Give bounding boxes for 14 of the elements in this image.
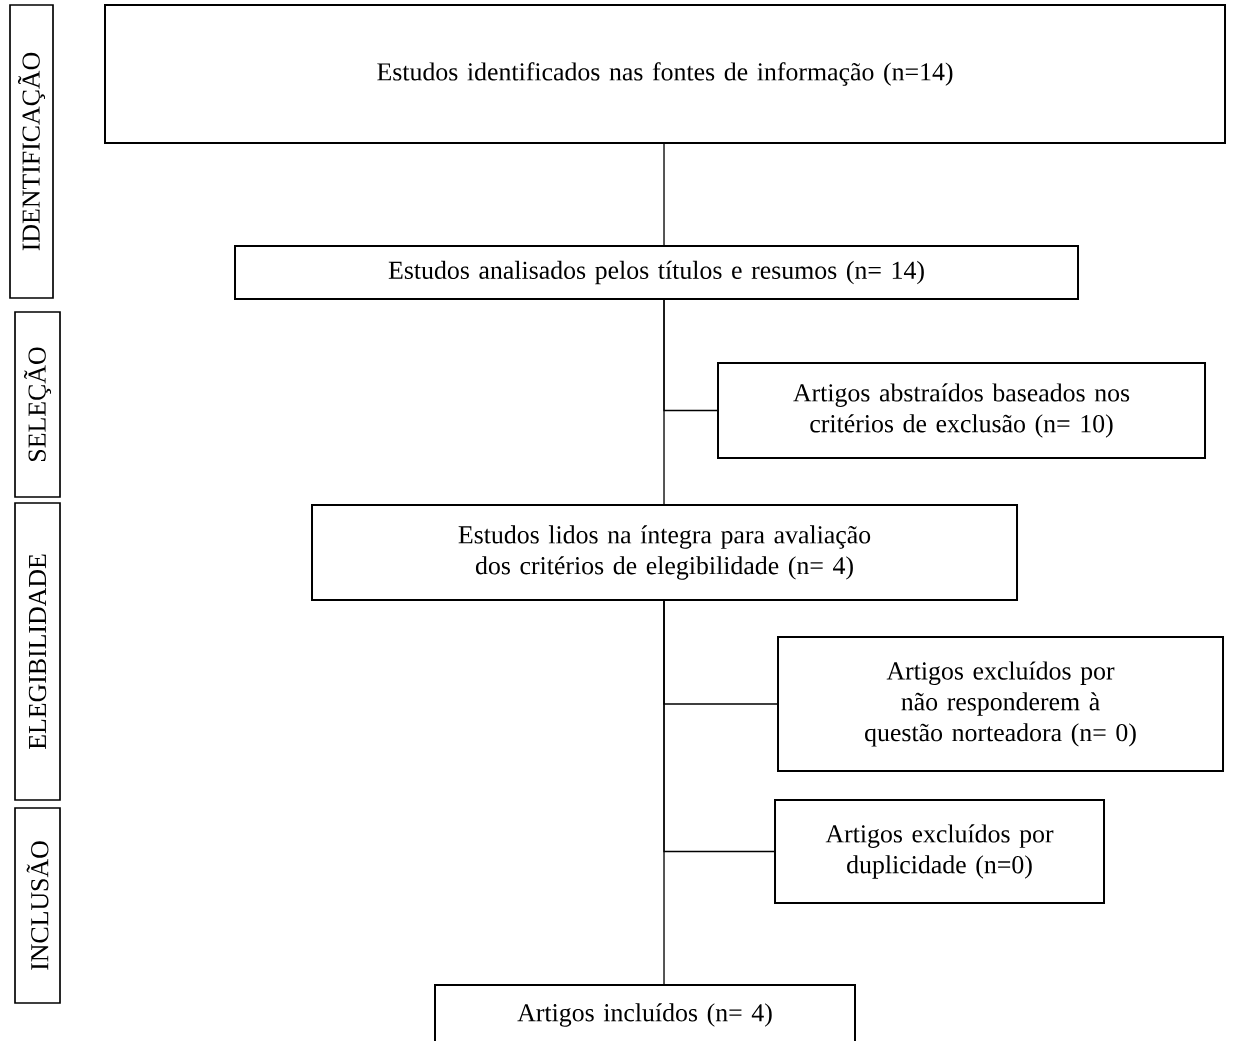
stage-band: SELEÇÃO bbox=[14, 311, 61, 498]
process-box: Artigos incluídos (n= 4) bbox=[434, 984, 856, 1041]
process-box: Artigos excluídos por duplicidade (n=0) bbox=[774, 799, 1105, 904]
process-box: Artigos excluídos por não responderem à questão norteadora (n= 0) bbox=[777, 636, 1224, 772]
stage-band: INCLUSÃO bbox=[14, 807, 61, 1004]
stage-band: ELEGIBILIDADE bbox=[14, 502, 61, 801]
connector-line bbox=[663, 143, 665, 246]
process-box: Estudos lidos na íntegra para avaliação dos critérios de elegibilidade (n= 4) bbox=[311, 504, 1018, 601]
process-box: Estudos identificados nas fontes de informação (n=14) bbox=[104, 4, 1226, 144]
process-box: Estudos analisados pelos títulos e resumos (n= 14) bbox=[234, 245, 1079, 300]
stage-band: IDENTIFICAÇÃO bbox=[9, 4, 54, 299]
process-box: Artigos abstraídos baseados nos critérios de exclusão (n= 10) bbox=[717, 362, 1206, 459]
connector-line bbox=[663, 299, 718, 412]
connector-line bbox=[663, 600, 775, 853]
